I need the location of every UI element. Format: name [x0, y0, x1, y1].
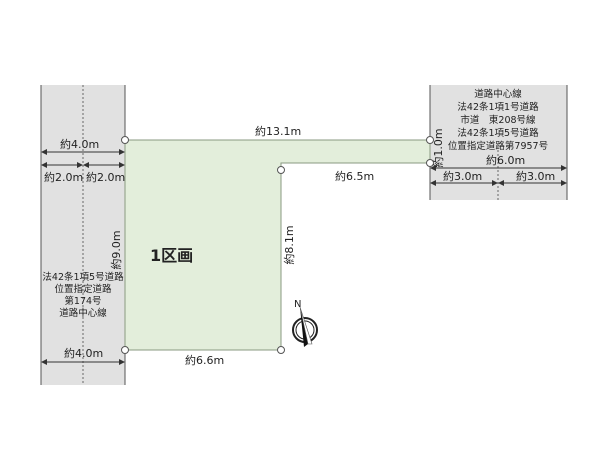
dim-bottom: 約6.6m — [185, 353, 224, 367]
dim-right-side: 約8.1m — [282, 225, 296, 264]
corner-point — [426, 136, 434, 144]
left-road-half-right: 約2.0m — [86, 170, 125, 184]
corner-point — [121, 136, 129, 144]
left-road-note: 道路中心線 — [59, 307, 107, 319]
corner-point — [277, 346, 285, 354]
right-road-note: 位置指定道路第7957号 — [448, 140, 548, 152]
left-road-note: 法42条1項5号道路 — [42, 271, 124, 283]
corner-point — [277, 166, 285, 174]
lot-label: 1区画 — [150, 246, 193, 265]
right-road-note: 法42条1項1号道路 — [457, 101, 539, 113]
right-road-note: 道路中心線 — [474, 88, 522, 100]
left-road-note: 第174号 — [64, 295, 101, 307]
left-road-width-bottom: 約4.0m — [64, 346, 103, 360]
north-arrow-icon: N — [292, 299, 318, 347]
north-label: N — [294, 299, 301, 310]
right-road-note: 法42条1項5号道路 — [457, 127, 539, 139]
right-road-width: 約6.0m — [486, 153, 525, 167]
right-road-half-right: 約3.0m — [516, 169, 555, 183]
left-road-half-left: 約2.0m — [44, 170, 83, 184]
dim-left-side: 約9.0m — [109, 230, 123, 269]
dim-frontage-right: 約1.0m — [431, 128, 445, 167]
right-road-note: 市道 東208号線 — [460, 114, 536, 126]
dim-top: 約13.1m — [255, 124, 301, 138]
dim-step: 約6.5m — [335, 169, 374, 183]
left-road-note: 位置指定道路 — [54, 283, 112, 295]
left-road-width-top: 約4.0m — [60, 137, 99, 151]
right-road-half-left: 約3.0m — [443, 169, 482, 183]
corner-point — [121, 346, 129, 354]
